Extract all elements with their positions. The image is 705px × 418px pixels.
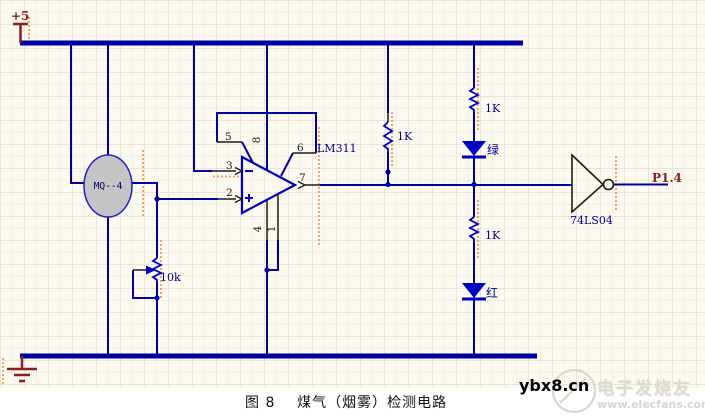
vcc-label: +5	[11, 9, 29, 23]
inverter-name: 74LS04	[570, 214, 613, 227]
pin-arrow-terminals	[234, 166, 307, 204]
pot-value: 10k	[160, 271, 181, 284]
pin1-label: 1	[266, 226, 278, 233]
gas-sensor-label: MQ--4	[94, 181, 123, 192]
schematic-canvas: +5	[2, 9, 682, 384]
output-net-label: P1.4	[652, 171, 682, 185]
pin5-label: 5	[225, 131, 232, 143]
junction-dots	[154, 169, 477, 301]
led-red-label: 红	[486, 285, 498, 300]
pin2-label: 2	[226, 187, 233, 199]
caption-band: 图 8 煤气（烟雾）检测电路	[0, 388, 705, 418]
pin8-label: 8	[251, 137, 263, 144]
pin3-label: 3	[226, 160, 233, 172]
comparator-pin-stubs	[212, 141, 320, 240]
potentiometer-10k	[150, 257, 164, 282]
watermark-url: www.elecfans.com	[597, 398, 705, 411]
resistor-1k-green	[467, 87, 481, 112]
schematic-grid-sheet: +5	[0, 0, 705, 388]
inverter-triangle	[571, 153, 605, 214]
noninverting-input-mark	[245, 194, 253, 202]
figure-caption: 图 8 煤气（烟雾）检测电路	[245, 395, 448, 411]
led-red-symbol	[462, 283, 486, 301]
pin4-label: 4	[252, 225, 264, 232]
ground-symbol	[7, 356, 37, 383]
resistor-1k-pullup	[382, 121, 394, 152]
pot-wiper-arrow-icon	[146, 265, 156, 275]
pin6-label: 6	[297, 142, 304, 154]
watermark-logo-icon	[552, 369, 596, 413]
comparator-name: LM311	[317, 142, 357, 155]
inverter-bubble-icon	[602, 178, 615, 191]
gas-sensor-body	[83, 154, 133, 218]
r2-value: 1K	[485, 102, 501, 115]
watermark-site: ybx8.cn	[519, 376, 590, 395]
pin7-label: 7	[299, 172, 306, 184]
wires	[70, 45, 668, 354]
led-green-symbol	[462, 141, 486, 159]
watermark-brand: 电子发烧友	[597, 379, 692, 399]
comparator-triangle	[240, 155, 298, 215]
resistor-1k-red	[467, 216, 481, 242]
led-green-label: 绿	[487, 142, 499, 157]
vcc-symbol	[13, 22, 28, 43]
r3-value: 1K	[485, 229, 501, 242]
r1-value: 1K	[397, 130, 413, 143]
